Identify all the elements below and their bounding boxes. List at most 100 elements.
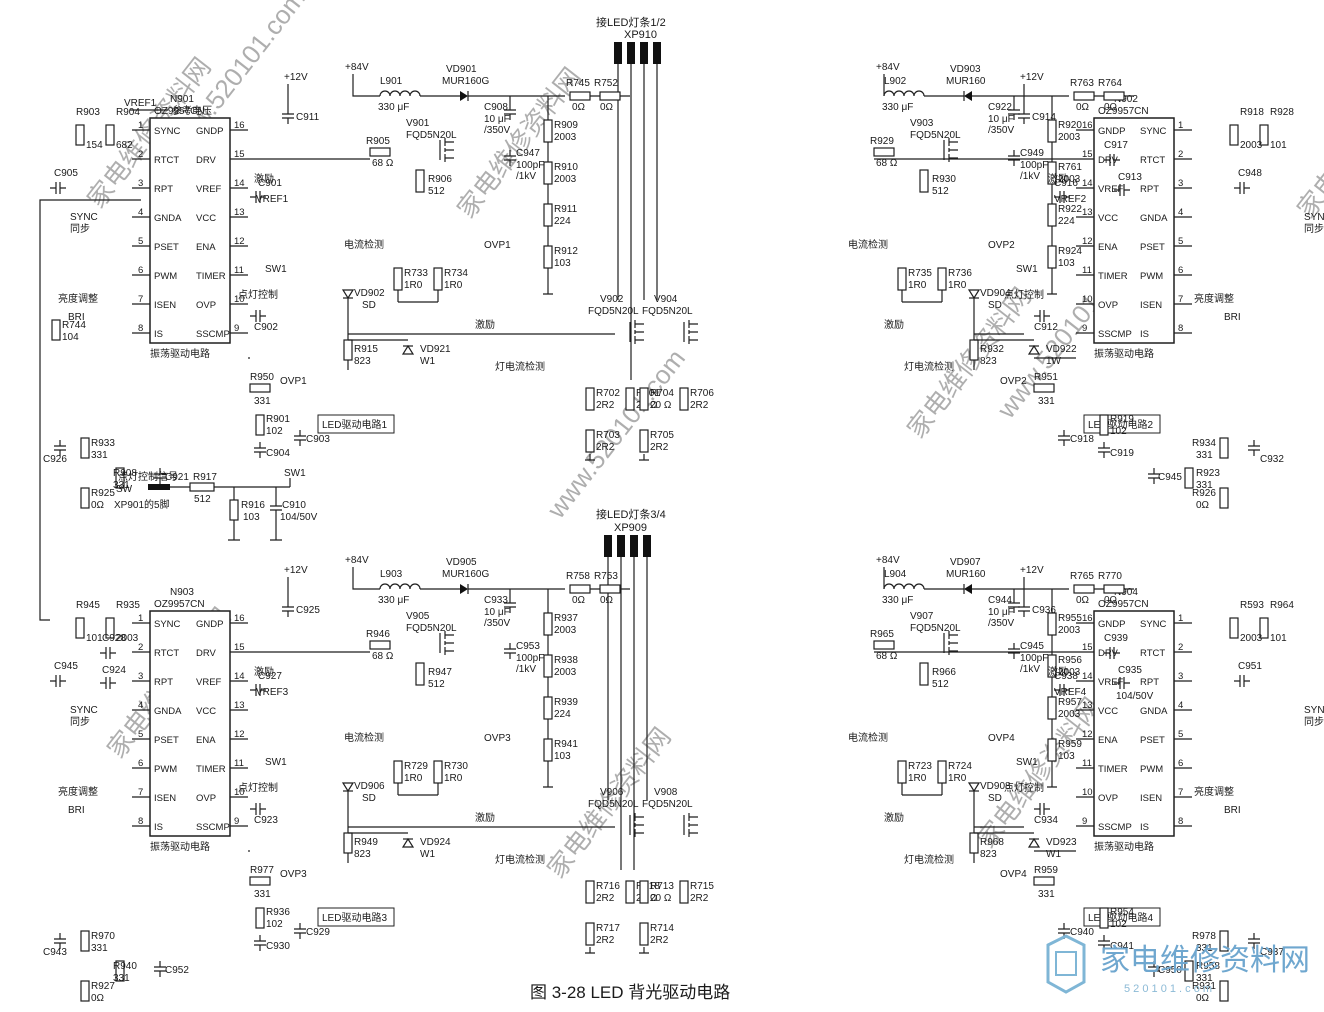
- diode-value: W1: [420, 356, 435, 367]
- diode-ref: VD906: [354, 781, 385, 792]
- resistor-value: 68 Ω: [372, 651, 394, 662]
- ic-part: OZ9957CN: [1098, 106, 1149, 117]
- resistor-value: 0Ω: [572, 102, 586, 113]
- mosfet: [629, 320, 644, 344]
- resistor: [569, 584, 591, 594]
- current-sense-label: 电流检测: [848, 238, 888, 251]
- vref-label: VREF1: [256, 194, 289, 205]
- resistor-value: 682: [116, 140, 133, 151]
- resistor-ref: R770: [1098, 571, 1122, 582]
- wire: [973, 298, 1034, 370]
- vref-label: VREF2: [1054, 194, 1087, 205]
- resistor-ref: R901: [266, 414, 290, 425]
- sw-pin-note: XP901的5脚: [114, 498, 170, 511]
- resistor-value: 0Ω: [600, 102, 614, 113]
- resistor: [1047, 245, 1057, 269]
- resistor-ref: R761: [1058, 162, 1082, 173]
- inductor-ref: L901: [380, 76, 403, 87]
- cap-ref: C950: [1158, 965, 1182, 976]
- ic-pin-name: GNDP: [1098, 126, 1125, 137]
- resistor: [543, 119, 553, 143]
- ic-pin-num: 16: [234, 120, 245, 131]
- ic-pin-name: TIMER: [196, 271, 226, 282]
- mosfet-value: FQD5N20L: [642, 306, 693, 317]
- resistor: [105, 617, 115, 639]
- capacitor: [154, 468, 166, 484]
- cap-ref: C949: [1020, 148, 1044, 159]
- resistor-ref: R970: [91, 931, 115, 942]
- ic-pin-num: 2: [138, 642, 143, 653]
- ic-pin-name: IS: [154, 822, 163, 833]
- ic-pin-num: 10: [234, 294, 245, 305]
- ic-ref: N901: [170, 94, 194, 105]
- cap-ref: C953: [516, 641, 540, 652]
- inductor-ref: L903: [380, 569, 403, 580]
- current-sense-label: 电流检测: [344, 238, 384, 251]
- cap-ref: C923: [254, 815, 278, 826]
- capacitor: [1148, 961, 1160, 977]
- resistor: [639, 880, 649, 904]
- ic-pin-name: IS: [154, 329, 163, 340]
- ic-pin-num: 14: [234, 178, 245, 189]
- resistor-ref: R706: [690, 388, 714, 399]
- diode: [963, 584, 972, 594]
- ic-pin-name: TIMER: [1098, 271, 1128, 282]
- resistor-value: 224: [554, 216, 571, 227]
- diode-body: [401, 837, 415, 848]
- resistor-ref: R965: [870, 629, 894, 640]
- resistor-ref: R704: [650, 388, 674, 399]
- resistor-value: 2R2: [596, 935, 615, 946]
- ic-pin-name: GNDA: [154, 706, 182, 717]
- resistor: [543, 696, 553, 720]
- capacitor: [282, 108, 294, 124]
- capacitor: [1234, 182, 1250, 194]
- cap-ref: C927: [258, 671, 282, 682]
- connector-title: 接LED灯条3/4: [596, 507, 666, 521]
- resistor-value: 68 Ω: [876, 651, 898, 662]
- mosfet-body: [629, 320, 644, 344]
- resistor-value: 68 Ω: [372, 158, 394, 169]
- capacitor: [254, 442, 266, 458]
- current-sense-label: 电流检测: [848, 731, 888, 744]
- resistor-ref: R941: [554, 739, 578, 750]
- bri-label: BRI: [68, 805, 85, 816]
- diode-value: MUR160: [946, 76, 986, 87]
- ref-voltage-label: 参考电压: [172, 104, 212, 117]
- mosfet-body: [683, 813, 698, 837]
- capacitor: [1008, 597, 1020, 613]
- lamp-current-label: 灯电流检测: [904, 360, 954, 373]
- ground-symbol: [543, 781, 553, 788]
- resistor: [1047, 612, 1057, 636]
- diode-ref: VD924: [420, 837, 451, 848]
- mosfet-body: [629, 813, 644, 837]
- resistor-value: 823: [980, 356, 997, 367]
- ic-pin-name: VCC: [1098, 706, 1118, 717]
- diode-body: [1027, 837, 1041, 848]
- ic-pin-name: SSCMP: [196, 822, 230, 833]
- resistor: [255, 414, 265, 436]
- mosfet: [439, 138, 454, 162]
- cap-ref: C917: [1104, 140, 1128, 151]
- resistor-ref: R927: [91, 981, 115, 992]
- cap-value: 10 μF/350V: [484, 607, 510, 629]
- resistor-ref: R934: [1192, 438, 1216, 449]
- capacitor: [1008, 104, 1020, 120]
- resistor-value: 2003: [1058, 132, 1081, 143]
- resistor: [249, 876, 271, 886]
- inductor-value: 330 μF: [882, 102, 913, 113]
- resistor-ref: R950: [250, 372, 274, 383]
- sync-cn-label: 同步: [70, 223, 90, 235]
- ovp-label: OVP1: [484, 240, 511, 251]
- lamp-current-label: 灯电流检测: [904, 853, 954, 866]
- diode: [963, 91, 972, 101]
- resistor-ref: R911: [554, 204, 578, 215]
- bri-cn-label: 亮度调整: [58, 292, 98, 305]
- ic-pin-num: 2: [1178, 642, 1183, 653]
- resistor-value: 1R0: [948, 773, 967, 784]
- ic-pin-num: 1: [1178, 120, 1183, 131]
- cap-ref: C951: [1238, 661, 1262, 672]
- ground-symbol: [585, 454, 595, 461]
- ic-pin-name: GNDA: [1140, 213, 1168, 224]
- cap-ref: C943: [43, 947, 67, 958]
